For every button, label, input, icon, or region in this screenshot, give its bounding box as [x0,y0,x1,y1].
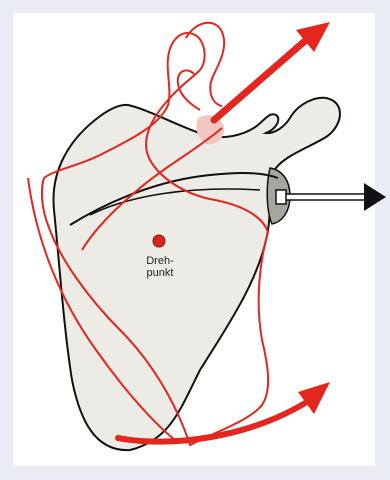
pivot-dot-icon [153,235,165,247]
coracoid-loop-red [186,23,224,106]
pivot-label-line1: Dreh- [138,255,182,267]
pivot-label-line2: punkt [138,267,182,279]
scapula-outline-black [53,98,339,450]
pivot-label: Dreh- punkt [138,255,182,279]
black-arrow-right-icon [276,183,386,211]
acromion-loop-red [178,70,200,110]
